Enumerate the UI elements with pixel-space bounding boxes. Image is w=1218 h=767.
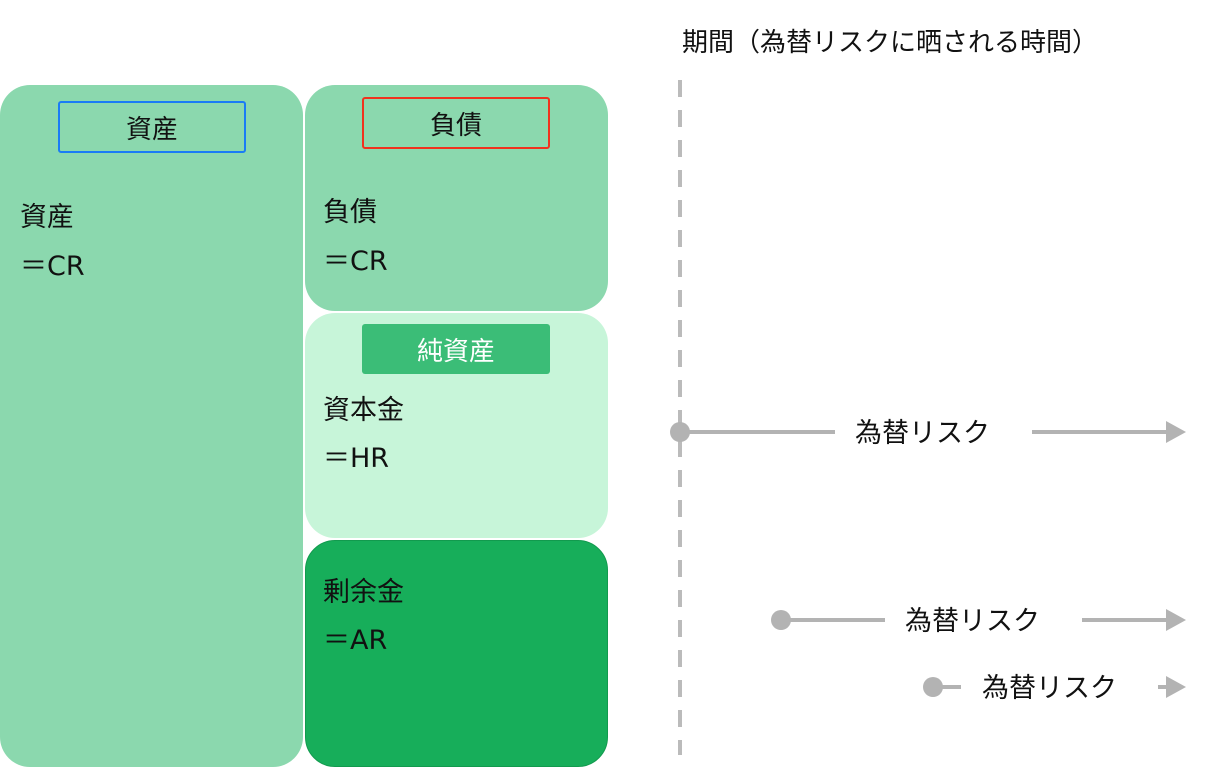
liabilities-name: 負債: [323, 197, 377, 228]
surplus-rate: ＝AR: [323, 625, 388, 656]
assets-block: 資産 資産 ＝CR: [0, 85, 303, 767]
liabilities-tag: 負債: [362, 97, 550, 149]
risk-label: 為替リスク: [905, 606, 1040, 637]
assets-tag: 資産: [58, 101, 246, 153]
period-title: 期間（為替リスクに晒される時間）: [682, 28, 1099, 58]
assets-rate: ＝CR: [20, 251, 85, 282]
risk-label: 為替リスク: [855, 418, 990, 449]
net-assets-block: 純資産 資本金 ＝HR: [305, 313, 608, 538]
risk-arrow-1: 為替リスク: [670, 418, 1186, 449]
assets-name: 資産: [20, 202, 74, 233]
arrow-head-icon: [1166, 609, 1186, 631]
surplus-block: 剰余金 ＝AR: [305, 540, 608, 767]
risk-label: 為替リスク: [982, 673, 1117, 704]
surplus-name: 剰余金: [323, 577, 404, 608]
liabilities-rate: ＝CR: [323, 246, 388, 277]
risk-arrow-3: 為替リスク: [923, 673, 1186, 704]
arrow-head-icon: [1166, 676, 1186, 698]
liabilities-block: 負債 負債 ＝CR: [305, 85, 608, 311]
arrow-head-icon: [1166, 421, 1186, 443]
risk-arrow-2: 為替リスク: [771, 606, 1186, 637]
capital-name: 資本金: [323, 395, 404, 426]
net-assets-tag: 純資産: [362, 324, 550, 374]
capital-rate: ＝HR: [323, 443, 390, 474]
